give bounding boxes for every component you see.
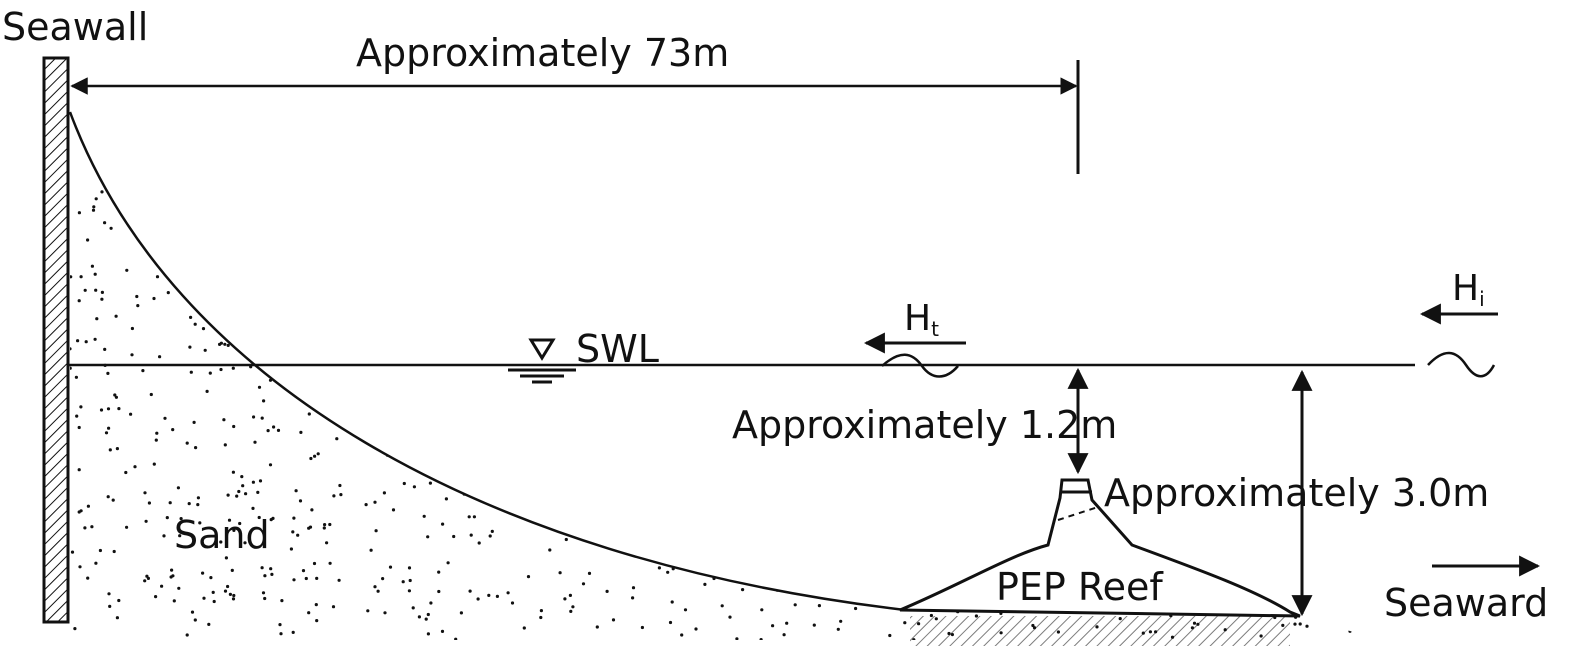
seawall-structure <box>42 56 70 624</box>
seawall-label: Seawall <box>2 5 148 49</box>
pep-reef-structure <box>899 478 1301 618</box>
width-dimension <box>70 60 1080 174</box>
incident-wave-indicator <box>1419 303 1498 378</box>
sand-profile-curve <box>68 111 906 612</box>
sand-label: Sand <box>174 513 270 557</box>
swl-label: SWL <box>576 327 659 371</box>
seabed-hatch <box>910 616 1290 646</box>
transmitted-wave-indicator <box>863 332 966 378</box>
transmitted-wave-label: Ht <box>904 298 939 341</box>
reef-label: PEP Reef <box>996 565 1164 609</box>
total-depth-label: Approximately 3.0m <box>1104 471 1489 515</box>
seaward-label: Seaward <box>1384 581 1548 625</box>
swl-symbol <box>508 338 576 384</box>
crest-depth-label: Approximately 1.2m <box>732 403 1117 447</box>
incident-wave-label: Hi <box>1452 268 1485 311</box>
width-dimension-label: Approximately 73m <box>356 31 729 75</box>
